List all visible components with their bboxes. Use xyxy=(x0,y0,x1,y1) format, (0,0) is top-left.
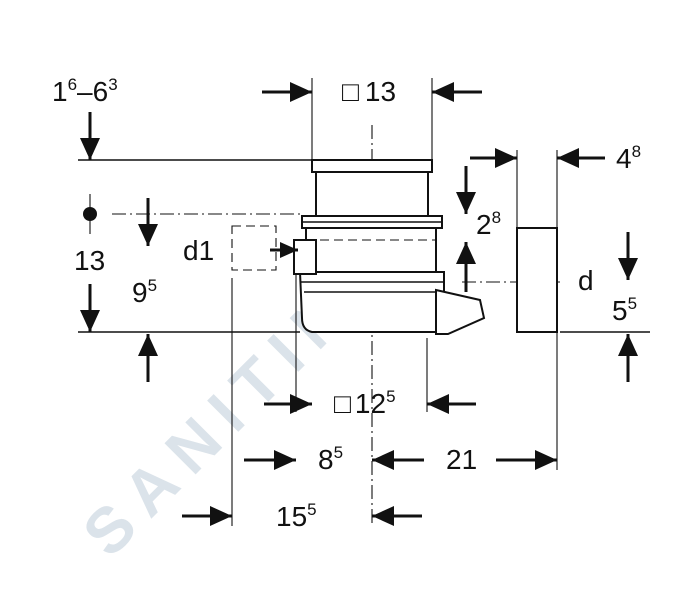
label-width-15-5: 155 xyxy=(276,500,317,532)
outlet-spout xyxy=(435,288,486,335)
label-height-9-5: 95 xyxy=(132,276,157,308)
label-width-21: 21 xyxy=(446,444,477,475)
dimension-arrows xyxy=(80,82,638,526)
label-square-13: □13 xyxy=(342,76,396,107)
extension-lines xyxy=(78,78,650,526)
label-square-12-5: □125 xyxy=(334,387,396,419)
label-width-8-5: 85 xyxy=(318,443,343,475)
label-right-4-8: 48 xyxy=(616,142,641,174)
label-height-13: 13 xyxy=(74,245,105,276)
label-range-1-6-6-3: 16–63 xyxy=(52,75,118,107)
drain-fitting xyxy=(231,159,558,335)
label-offset-2-8: 28 xyxy=(476,208,501,240)
grating-frame xyxy=(311,159,433,173)
outlet-pipe-d xyxy=(516,227,558,333)
label-d: d xyxy=(578,265,594,296)
label-d1: d1 xyxy=(183,235,214,266)
label-right-5-5: 55 xyxy=(612,294,637,326)
trap-bowl xyxy=(298,271,445,333)
side-inlet-d1 xyxy=(231,225,277,271)
dimension-labels: 16–63 □13 13 95 d1 48 28 d 55 □125 85 21… xyxy=(52,75,641,532)
